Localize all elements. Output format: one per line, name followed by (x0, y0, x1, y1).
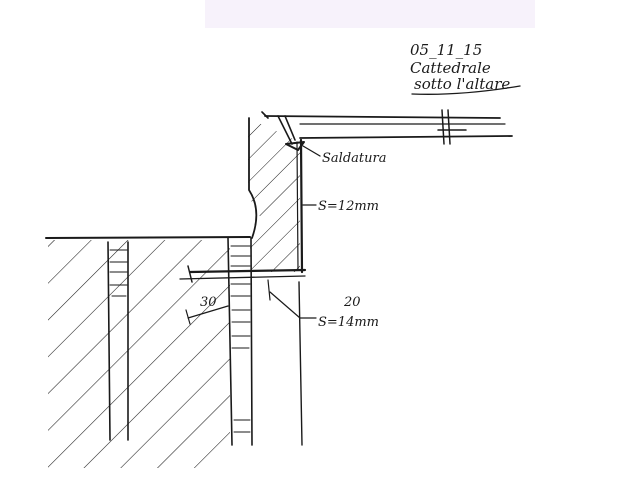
support-line-right (298, 281, 303, 446)
vertical-plate (299, 138, 304, 274)
beam-section-mark (437, 109, 467, 145)
bottom-plate (188, 268, 307, 274)
soil-hatch-left (48, 240, 230, 468)
support-line-short (267, 279, 271, 301)
beam-left-cap (261, 111, 296, 145)
wall-block (248, 118, 300, 272)
pile-left-texture (109, 249, 128, 297)
weld-mark (285, 141, 305, 151)
weld-leader (302, 145, 321, 157)
pile-right-outline (227, 237, 253, 446)
bottom-plate-tick (187, 265, 193, 283)
plate-thickness-label: S=12mm (318, 199, 379, 214)
wall-outline (248, 117, 258, 239)
dim-30-label: 30 (200, 295, 217, 310)
header-date: 05_11_15 (410, 41, 482, 59)
header-subtitle: sotto l'altare (414, 75, 510, 93)
dim-20-leader (269, 291, 317, 319)
dim-30-line (185, 305, 229, 325)
bottom-plate-label: S=14mm (318, 315, 379, 330)
weld-label: Saldatura (322, 151, 386, 166)
dim-20-label: 20 (343, 295, 361, 310)
top-beam-upper (264, 115, 501, 119)
top-beam-lower (299, 135, 513, 139)
vertical-plate-inner (296, 141, 299, 271)
header-title: Cattedrale (410, 59, 491, 77)
paper-tint (205, 0, 535, 28)
pile-right-texture (230, 245, 251, 433)
bottom-plate-lower (179, 275, 306, 280)
ground-line (45, 236, 251, 239)
header-underline (411, 85, 521, 95)
pile-left-outline (107, 241, 129, 441)
